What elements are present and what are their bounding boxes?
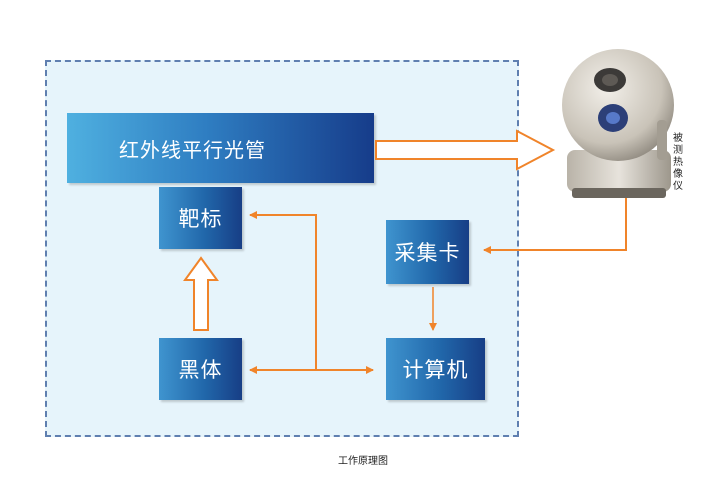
- computer-to-target-line: [249, 211, 317, 370]
- figure-caption: 工作原理图: [338, 456, 388, 467]
- computer-box: 计算机: [386, 338, 485, 400]
- computer-label: 计算机: [402, 358, 469, 382]
- camera-label: 被测热像仪: [673, 133, 683, 192]
- optical-path-arrow: [375, 129, 556, 171]
- capture-card-box: 采集卡: [386, 220, 469, 284]
- blackbody-label: 黑体: [178, 358, 223, 382]
- target-label: 靶标: [178, 207, 223, 231]
- blackbody-to-target-arrow: [183, 256, 219, 331]
- camera-to-capture-line: [483, 198, 627, 254]
- collimator-box: 红外线平行光管: [67, 113, 374, 183]
- target-box: 靶标: [159, 187, 242, 249]
- blackbody-box: 黑体: [159, 338, 242, 400]
- collimator-label: 红外线平行光管: [119, 137, 266, 162]
- capture-card-label: 采集卡: [394, 241, 461, 265]
- thermal-camera-icon: [562, 49, 674, 198]
